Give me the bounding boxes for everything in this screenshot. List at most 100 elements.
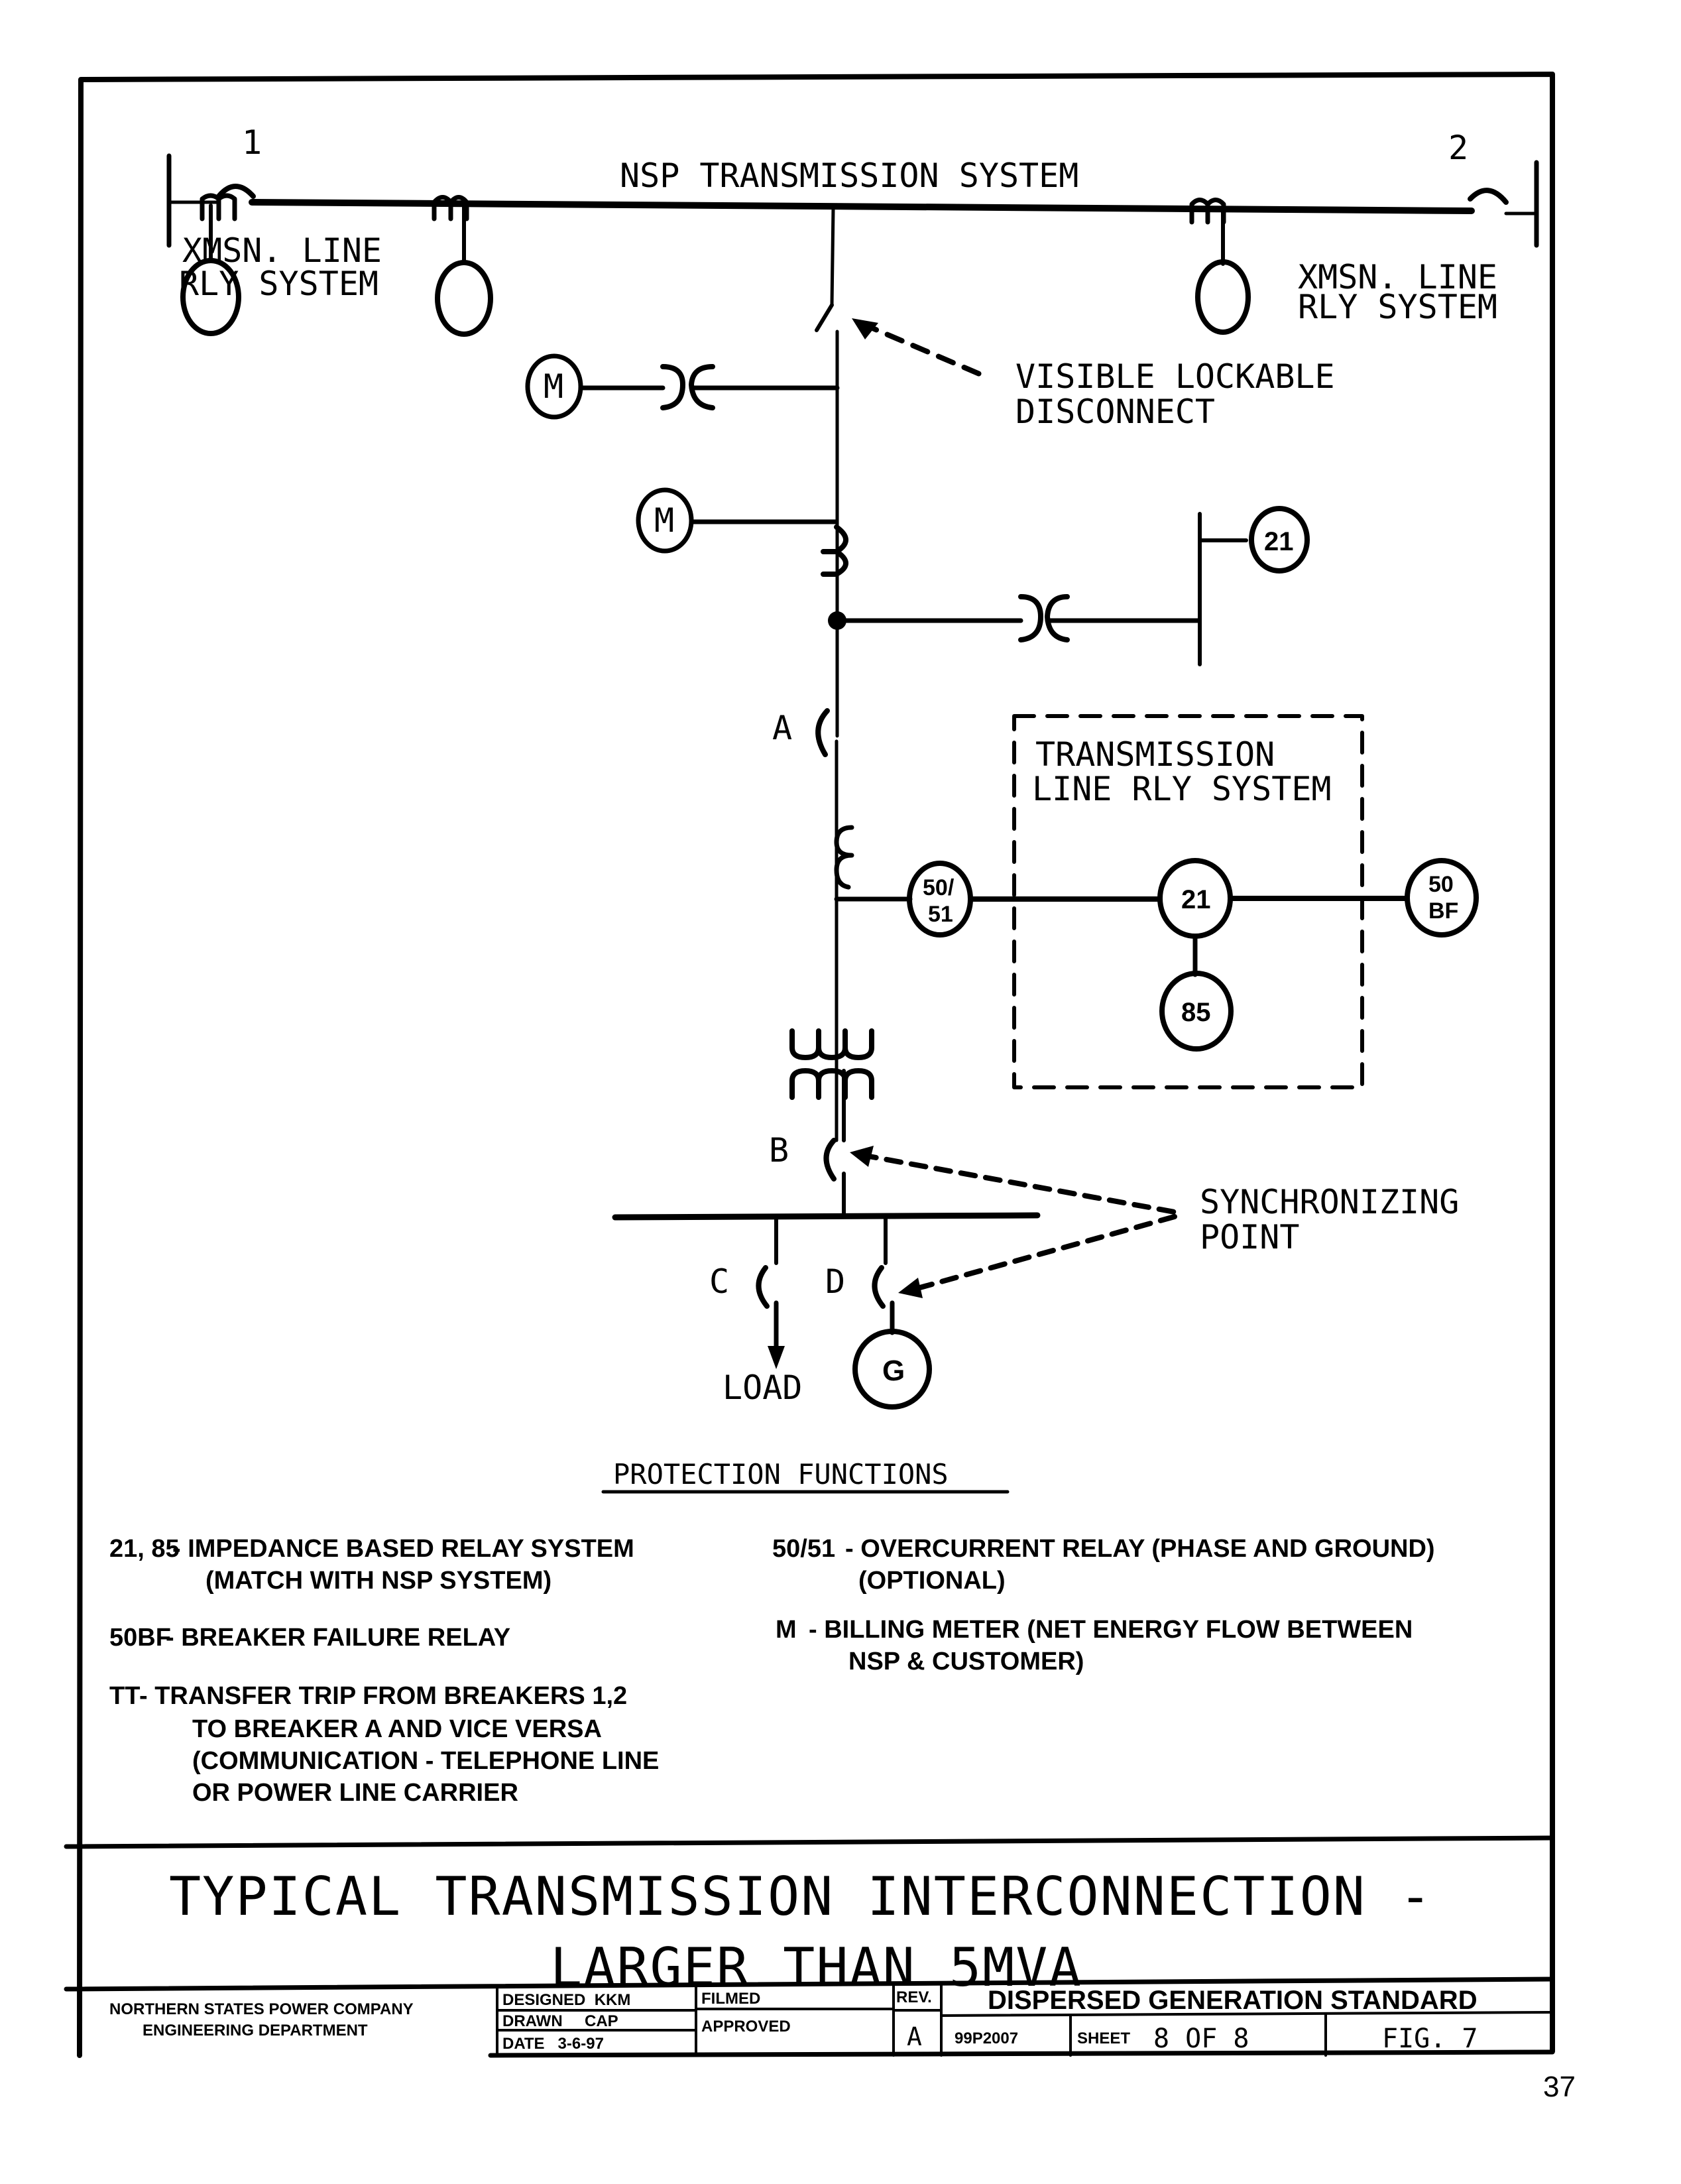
sync-label-1: SYNCHRONIZING (1200, 1183, 1459, 1221)
relay-50bf-line2: BF (1428, 898, 1458, 924)
transmission-line-relay-box (1012, 714, 1364, 1089)
legend-right: 50/51 - OVERCURRENT RELAY (PHASE AND GRO… (772, 1535, 1435, 1675)
sync-pointer-d (905, 1214, 1177, 1294)
legend-code: 50/51 (772, 1535, 835, 1563)
box-label-1: TRANSMISSION (1035, 735, 1275, 774)
arrowhead-icon (852, 318, 878, 339)
designed-by: DESIGNED KKM (502, 1991, 630, 2009)
figure-number: FIG. 7 (1382, 2024, 1478, 2054)
load-label: LOAD (723, 1368, 802, 1407)
transmission-bus (166, 153, 1539, 248)
drawing-date: DATE 3-6-97 (502, 2035, 604, 2053)
generator-label: G (882, 1355, 905, 1387)
breaker-1-icon (216, 184, 256, 199)
legend-line: - IMPEDANCE BASED RELAY SYSTEM (172, 1535, 634, 1563)
breaker-a-icon (815, 708, 830, 757)
bus-title: NSP TRANSMISSION SYSTEM (620, 156, 1078, 195)
drawing-frame (77, 72, 1555, 2058)
title-block-top (64, 1976, 1555, 1992)
cell-border (488, 2049, 1555, 2058)
relay-50bf-icon (1405, 858, 1479, 938)
relay-left-icon (180, 258, 241, 336)
disconnect-pointer-arrow (859, 321, 984, 377)
legend-line: (MATCH WITH NSP SYSTEM) (205, 1567, 551, 1595)
relay-50bf-line1: 50 (1428, 872, 1454, 897)
breaker-2-label: 2 (1448, 129, 1468, 167)
sheet-label: SHEET (1077, 2030, 1130, 2047)
legend-line: (COMMUNICATION - TELEPHONE LINE (192, 1747, 659, 1775)
drawing-title-line1: TYPICAL TRANSMISSION INTERCONNECTION - (169, 1866, 1432, 1927)
relay-right-circle (1195, 259, 1251, 335)
legend-line: NSP & CUSTOMER) (848, 1648, 1084, 1675)
breaker-d-label: D (825, 1262, 845, 1301)
generator-icon (852, 1329, 932, 1410)
approved-label: APPROVED (701, 2018, 791, 2035)
breaker-1-label: 1 (242, 123, 262, 162)
ct-left-icon (432, 195, 469, 221)
sheet-value: 8 OF 8 (1153, 2024, 1249, 2054)
legend-line: - BILLING METER (NET ENERGY FLOW BETWEEN (809, 1616, 1413, 1644)
title-block-table (488, 1982, 1555, 2058)
drawn-by: DRAWN CAP (502, 2012, 618, 2030)
legend-line: OR POWER LINE CARRIER (192, 1779, 518, 1807)
meter-upper-label: M (544, 367, 563, 406)
breaker-a-label: A (772, 709, 792, 747)
rev-label: REV. (896, 1988, 932, 2006)
legend-code: 50BF (109, 1624, 171, 1652)
relay-50-51-line2: 51 (928, 902, 953, 927)
breaker-b-label: B (769, 1131, 789, 1170)
meter-lower-label: M (654, 501, 674, 540)
legend-line: - TRANSFER TRIP FROM BREAKERS 1,2 (139, 1682, 627, 1710)
legend-line: (OPTIONAL) (858, 1567, 1006, 1595)
potential-transformer-icon (660, 364, 715, 410)
left-relay-label-1: XMSN. LINE (182, 231, 382, 270)
right-relay-label-1: XMSN. LINE (1298, 258, 1497, 296)
breaker-d-icon (872, 1265, 886, 1309)
transformer-primary-icon (789, 1028, 874, 1060)
bus-main (249, 199, 1475, 214)
ct-meter-icon (821, 524, 848, 577)
relay-85-icon (1159, 971, 1234, 1052)
legend-code: M (776, 1616, 797, 1644)
breaker-b-icon (823, 1138, 837, 1182)
legend-line: - BREAKER FAILURE RELAY (166, 1624, 510, 1652)
legend-line: - OVERCURRENT RELAY (PHASE AND GROUND) (845, 1535, 1435, 1563)
department-name: ENGINEERING DEPARTMENT (143, 2022, 368, 2039)
sync-label-2: POINT (1200, 1218, 1300, 1256)
disconnect-label-1: VISIBLE LOCKABLE (1015, 357, 1335, 396)
drawing-number: 99P2007 (955, 2030, 1018, 2047)
load-arrow-icon (768, 1346, 785, 1369)
standard-title: DISPERSED GENERATION STANDARD (988, 1986, 1478, 2015)
disconnect-switch-icon (815, 303, 834, 332)
legend-left: 21, 85 - IMPEDANCE BASED RELAY SYSTEM (M… (109, 1535, 659, 1807)
feeder-line (830, 207, 835, 307)
left-relay-label-2: RLY SYSTEM (179, 265, 378, 303)
breaker-c-label: C (709, 1262, 729, 1301)
legend-title: PROTECTION FUNCTIONS (613, 1458, 949, 1490)
filmed-label: FILMED (701, 1990, 760, 2008)
legend-code: TT (109, 1682, 140, 1710)
relay-50-51-line1: 50/ (923, 875, 955, 900)
potential-transformer-2-icon (1018, 594, 1070, 642)
legend-code: 21, 85 (109, 1535, 180, 1563)
rev-value: A (907, 2022, 922, 2051)
relay-21-box-label: 21 (1181, 885, 1211, 914)
breaker-c-icon (756, 1265, 770, 1309)
disconnect-label-2: DISCONNECT (1015, 393, 1215, 431)
relay-85-label: 85 (1181, 998, 1211, 1027)
drawing-title-line2: LARGER THAN 5MVA (550, 1937, 1082, 1998)
right-relay-label-2: RLY SYSTEM (1298, 288, 1497, 326)
lower-bus (612, 1212, 1041, 1221)
relay-left-circle (435, 260, 493, 337)
relay-21-upper-icon (1249, 506, 1310, 574)
arrowhead-icon (898, 1278, 923, 1298)
relay-21-upper-label: 21 (1264, 527, 1294, 556)
current-transformer-left-icon (200, 193, 237, 221)
company-name: NORTHERN STATES POWER COMPANY (109, 2000, 414, 2018)
box-label-2: LINE RLY SYSTEM (1032, 770, 1332, 808)
title-divider (64, 1835, 1555, 1849)
sync-pointer-b (859, 1152, 1177, 1215)
ct-relay-icon (834, 825, 854, 890)
page-number: 37 (1543, 2071, 1576, 2103)
